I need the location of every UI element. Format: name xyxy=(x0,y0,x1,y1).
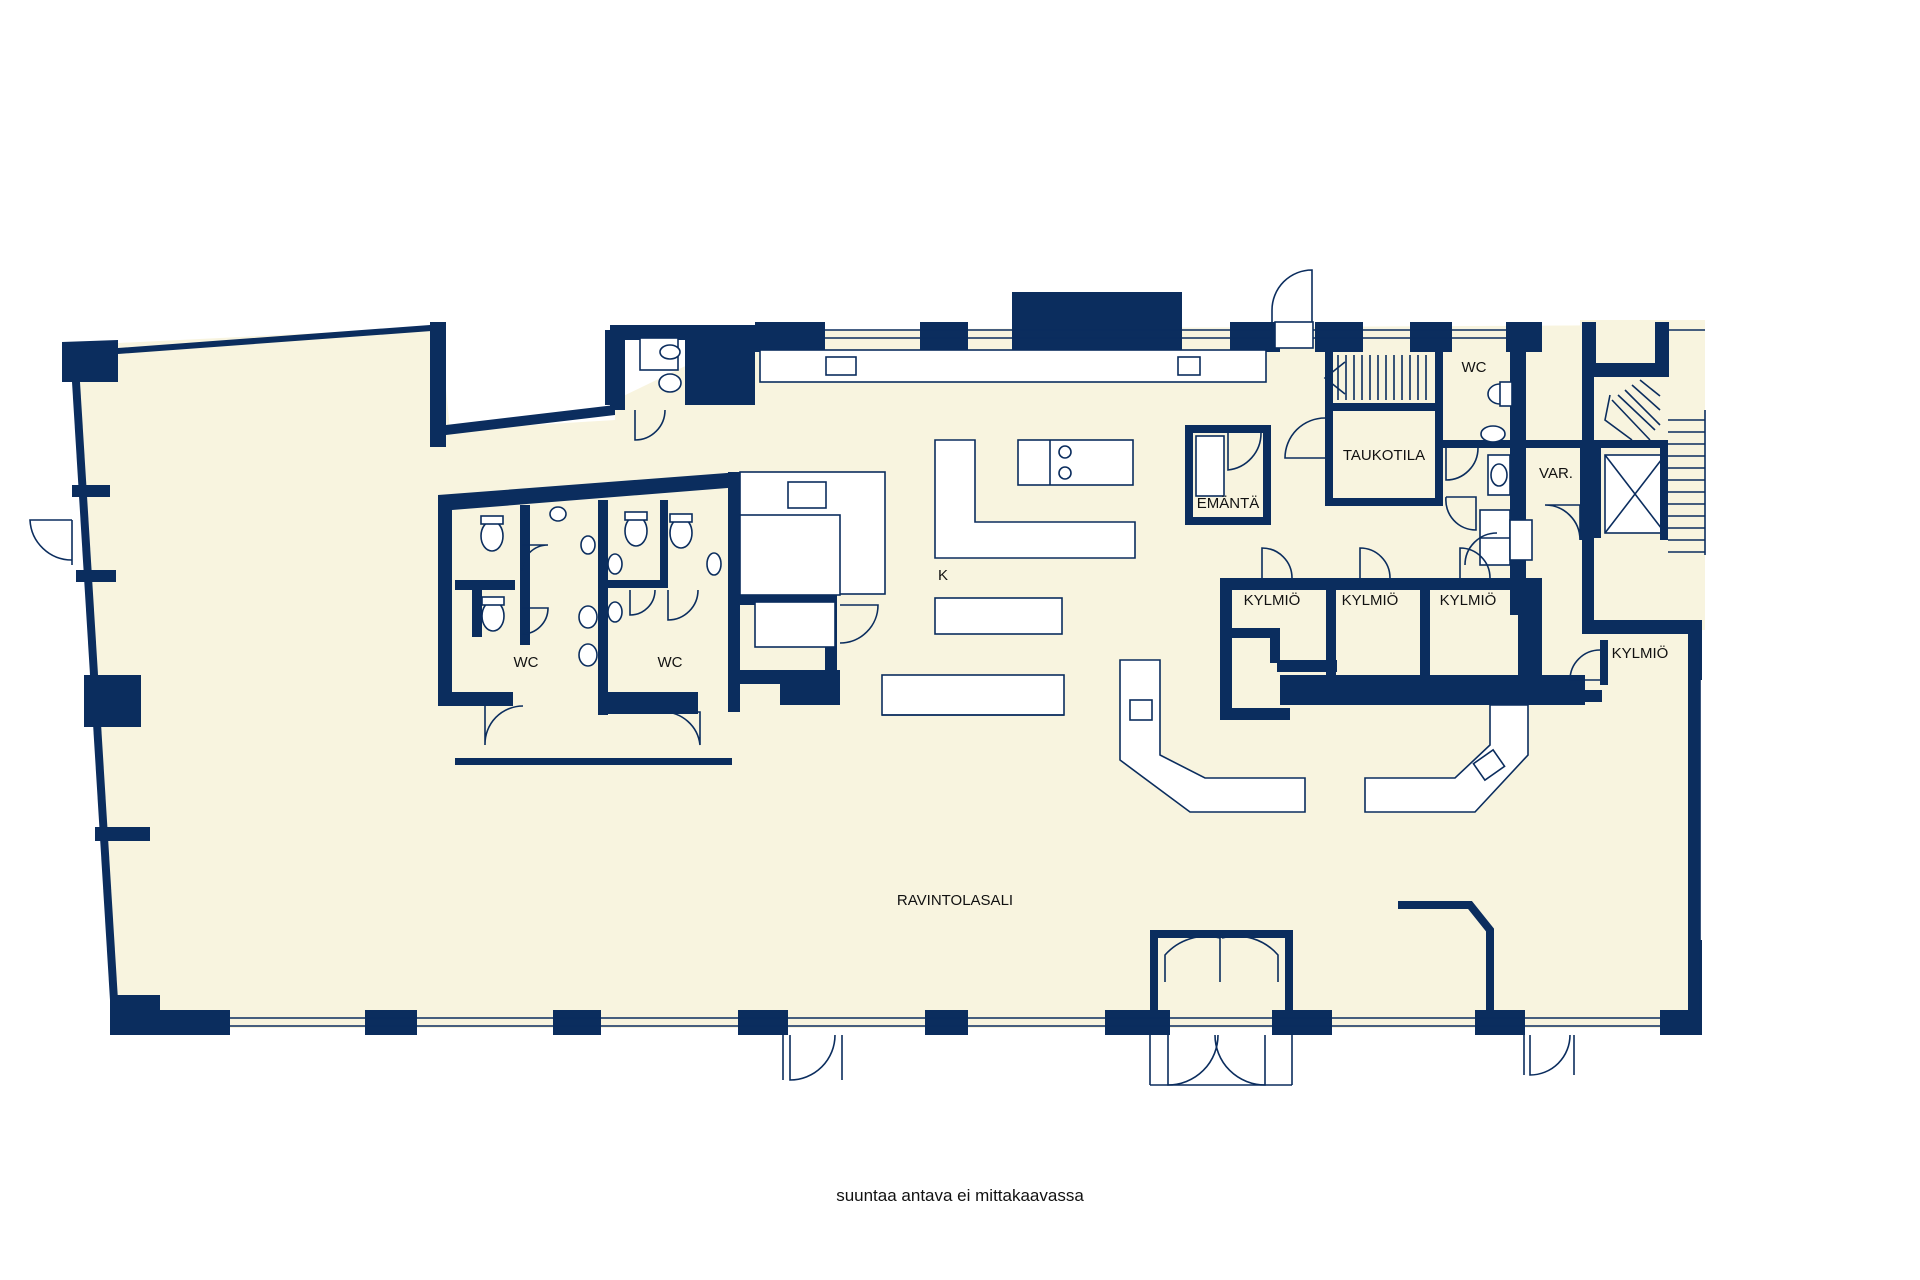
wc-block xyxy=(438,472,840,765)
kylmio-block xyxy=(1220,547,1608,720)
entrance-vestibule xyxy=(1149,930,1293,1086)
serving-counters xyxy=(1119,659,1529,813)
right-stairs xyxy=(1593,379,1706,555)
top-counter xyxy=(759,349,1267,383)
label-kylmio-3: KYLMIÖ xyxy=(1440,591,1497,609)
exterior-doors xyxy=(29,519,1575,1081)
var-room xyxy=(1526,440,1588,541)
dishwash-area xyxy=(739,471,886,648)
floor-area xyxy=(78,320,1705,1028)
top-left-wc xyxy=(605,330,685,441)
label-k: K xyxy=(938,567,948,584)
label-taukotila: TAUKOTILA xyxy=(1343,447,1425,464)
kitchen-islands xyxy=(881,439,1136,716)
label-wc-right: WC xyxy=(658,654,683,671)
label-emanta: EMÄNTÄ xyxy=(1197,495,1260,512)
taukotila-area xyxy=(1271,269,1443,506)
exterior-walls xyxy=(62,292,1705,1035)
label-kylmio-4: KYLMIÖ xyxy=(1612,644,1669,662)
label-wc-left: WC xyxy=(514,654,539,671)
emanta-office xyxy=(1185,425,1271,525)
label-ravintolasali: RAVINTOLASALI xyxy=(897,892,1013,909)
staircase xyxy=(1323,355,1427,400)
sali-divider xyxy=(1398,901,1494,1012)
label-var: VAR. xyxy=(1539,465,1573,482)
label-kylmio-2: KYLMIÖ xyxy=(1342,591,1399,609)
label-kylmio-1: KYLMIÖ xyxy=(1244,591,1301,609)
label-wc-top: WC xyxy=(1462,359,1487,376)
wc-top-right xyxy=(1443,345,1533,615)
room-labels: RAVINTOLASALI K WC WC WC TAUKOTILA EMÄNT… xyxy=(514,359,1669,909)
scale-note: suuntaa antava ei mittakaavassa xyxy=(836,1186,1084,1205)
